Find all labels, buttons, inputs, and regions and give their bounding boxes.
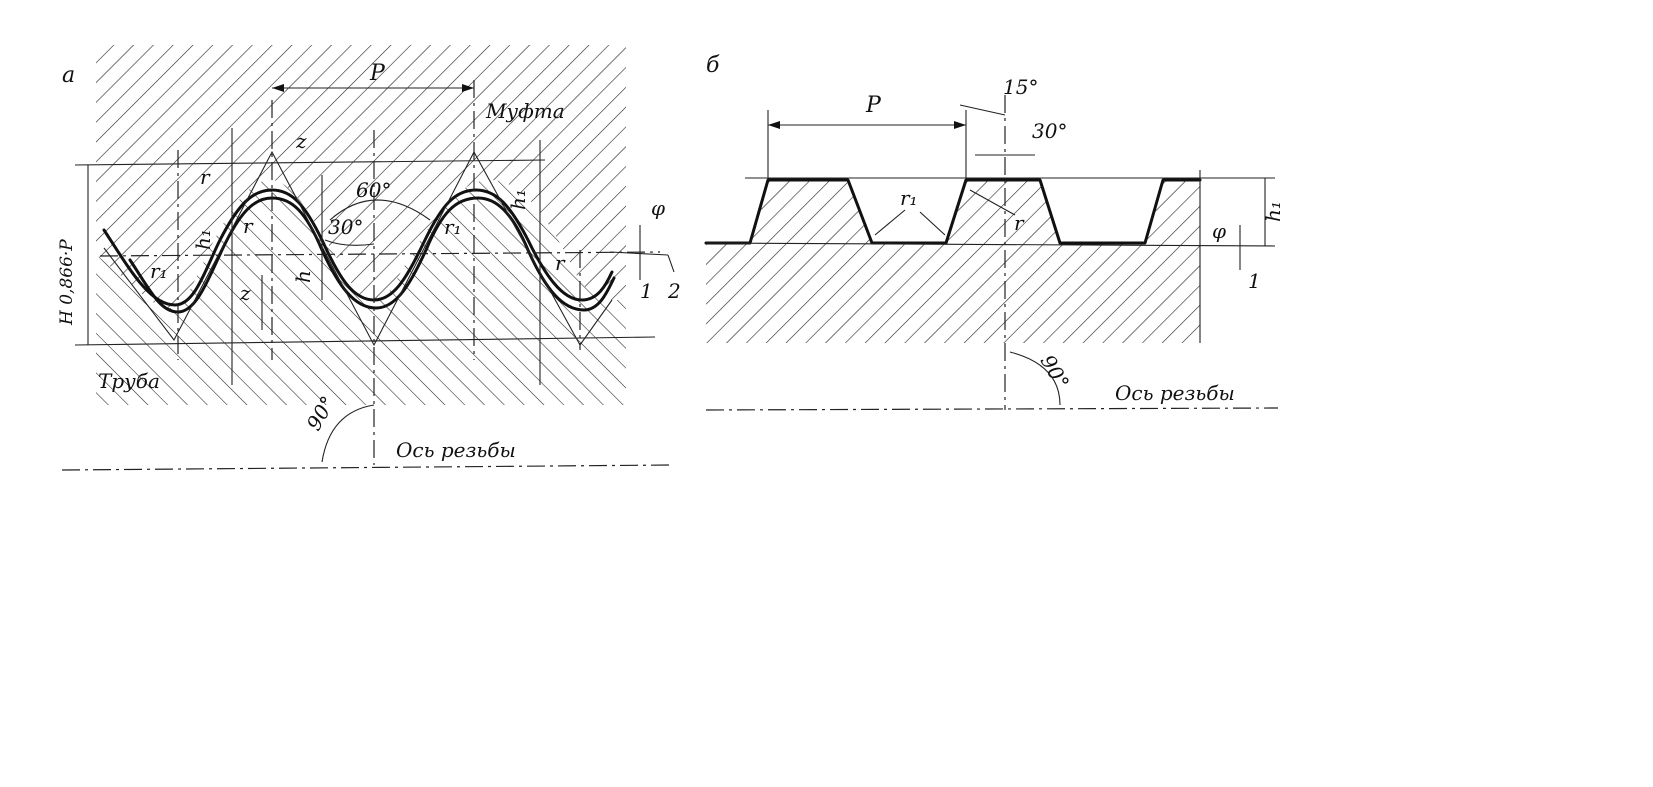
label-axis-a: Ось резьбы [396, 438, 516, 462]
angle-30-arc [324, 239, 375, 246]
taper-line [609, 251, 669, 256]
dim-15-b [959, 104, 1006, 116]
thread-profile-coupling [102, 188, 614, 307]
arrow-pb-right [954, 121, 966, 129]
label-r-right: r [555, 251, 566, 275]
coupling-hatch [96, 45, 626, 308]
label-r1-left: r₁ [150, 259, 168, 283]
leader-r-b [969, 189, 1016, 216]
arrow-pb-left [768, 121, 780, 129]
label-r1-b: r₁ [900, 186, 918, 210]
teeth-hatch [750, 180, 1200, 243]
ref-line-bottom [74, 336, 656, 346]
label-pitch-b: P [865, 93, 882, 118]
label-h1-b: h₁ [1261, 201, 1285, 222]
label-axis-b: Ось резьбы [1115, 381, 1235, 405]
arrow-p-left [272, 84, 284, 92]
label-n1-b: 1 [1248, 269, 1261, 293]
thread-axis-b [705, 407, 1279, 411]
label-phi-b: φ [1212, 219, 1226, 243]
label-h1-left: h₁ [191, 229, 215, 250]
trapezoid-profile [704, 178, 1202, 245]
label-angle-90-b: 90° [1036, 351, 1075, 394]
label-height: H 0,866·P [57, 239, 77, 326]
leader-r1-left [874, 209, 906, 236]
label-z-top: z [295, 129, 307, 153]
mid-line [99, 251, 661, 257]
label-n2-a: 2 [667, 279, 681, 303]
label-r-mid: r [243, 214, 254, 238]
label-coupling: Муфта [485, 99, 565, 123]
thread-axis-a [61, 464, 673, 471]
panel-b: б P 15° 30° r r₁ h₁ φ 1 90° Ось резьбы [704, 53, 1285, 411]
label-z-bottom: z [239, 281, 251, 305]
base-hatch [706, 243, 1200, 343]
label-angle-30: 30° [328, 215, 363, 239]
label-r-top: r [200, 165, 211, 189]
ref-line-top [74, 159, 546, 166]
label-r1-mid: r₁ [444, 215, 462, 239]
label-n1-a: 1 [640, 279, 653, 303]
arrow-p-right [462, 84, 474, 92]
label-pitch-a: P [369, 61, 386, 86]
label-pipe: Труба [98, 369, 160, 393]
taper-end [667, 254, 675, 273]
label-angle-60: 60° [356, 178, 391, 202]
angle-60-arc [329, 199, 431, 221]
angle-90-arc [321, 404, 375, 463]
thread-profile-pipe [128, 196, 616, 314]
panel-a: а P Муфта Труба H 0,866·P 60° 30° 90° r … [57, 45, 681, 471]
label-phi-a: φ [651, 196, 665, 220]
panel-a-tag: а [62, 63, 75, 88]
label-h: h [291, 270, 315, 283]
label-r-b: r [1014, 211, 1025, 235]
leader-r1-right [919, 211, 946, 236]
panel-b-tag: б [706, 53, 720, 78]
ref-bottom-b [705, 242, 1276, 247]
angle-90-arc-b [1009, 351, 1061, 406]
label-angle-15: 15° [1003, 75, 1038, 99]
label-angle-30-b: 30° [1032, 119, 1067, 143]
label-h1-right: h₁ [506, 189, 530, 210]
